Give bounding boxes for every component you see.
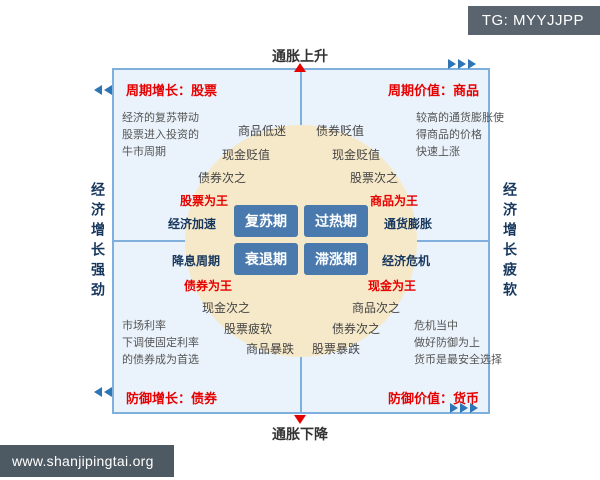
axis-label-growth-weak: 经济增长疲软	[502, 182, 518, 302]
note-cash: 危机当中 做好防御为上 货币是最安全选择	[414, 320, 502, 367]
inflation-down-arrow-icon	[294, 415, 306, 424]
phase-recovery: 复苏期	[234, 205, 298, 237]
telegram-watermark-badge: TG: MYYJJPP	[467, 6, 600, 35]
king-cash: 现金为王	[368, 279, 417, 293]
item-commodity-slump: 商品低迷	[238, 124, 287, 138]
item-commodity-crash: 商品暴跌	[246, 342, 295, 356]
rotation-arrows-top-right-icon	[448, 59, 476, 69]
axis-label-inflation-up: 通胀上升	[272, 48, 328, 64]
item-stocks-weak: 股票疲软	[224, 322, 273, 336]
item-stocks-crash: 股票暴跌	[312, 342, 361, 356]
rotation-arrows-bottom-left-icon	[94, 387, 112, 397]
note-commodities: 较高的通货膨胀使 得商品的价格 快速上涨	[416, 112, 504, 159]
item-bonds-second-br: 债券次之	[332, 322, 381, 336]
state-economic-crisis: 经济危机	[382, 254, 431, 268]
quadrant-title-cash: 防御价值：货币	[388, 391, 480, 406]
king-stocks: 股票为王	[180, 194, 229, 208]
item-cash-second-bl: 现金次之	[202, 301, 251, 315]
state-economy-accelerates: 经济加速	[168, 217, 217, 231]
quadrant-title-stocks: 周期增长：股票	[126, 83, 218, 98]
phase-recession: 衰退期	[234, 243, 298, 275]
phase-overheat: 过热期	[304, 205, 368, 237]
note-stocks: 经济的复苏带动 股票进入投资的 牛市周期	[122, 112, 199, 159]
item-bonds-second-tl: 债券次之	[198, 171, 247, 185]
king-bonds: 债券为王	[184, 279, 233, 293]
state-inflation: 通货膨胀	[384, 217, 433, 231]
note-bonds: 市场利率 下调使固定利率 的债券成为首选	[122, 320, 199, 367]
rotation-arrows-bottom-right-icon	[450, 403, 478, 413]
cycle-circle	[185, 125, 417, 357]
inflation-up-arrow-icon	[294, 63, 306, 72]
quadrant-title-bonds: 防御增长：债券	[126, 391, 218, 406]
website-watermark-badge: www.shanjipingtai.org	[0, 445, 174, 477]
king-commodities: 商品为王	[370, 194, 419, 208]
item-cash-devalue-tl: 现金贬值	[222, 148, 271, 162]
item-bonds-devalue: 债券贬值	[316, 124, 365, 138]
item-commodity-second: 商品次之	[352, 301, 401, 315]
phase-stagflation: 滞涨期	[304, 243, 368, 275]
rotation-arrows-top-left-icon	[94, 85, 112, 95]
state-rate-cut-cycle: 降息周期	[172, 254, 221, 268]
axis-label-growth-strong: 经济增长强劲	[90, 182, 106, 302]
quadrant-title-commodities: 周期价值：商品	[388, 83, 480, 98]
item-stocks-second-tr: 股票次之	[350, 171, 399, 185]
item-cash-devalue-tr: 现金贬值	[332, 148, 381, 162]
axis-label-inflation-down: 通胀下降	[272, 426, 328, 442]
